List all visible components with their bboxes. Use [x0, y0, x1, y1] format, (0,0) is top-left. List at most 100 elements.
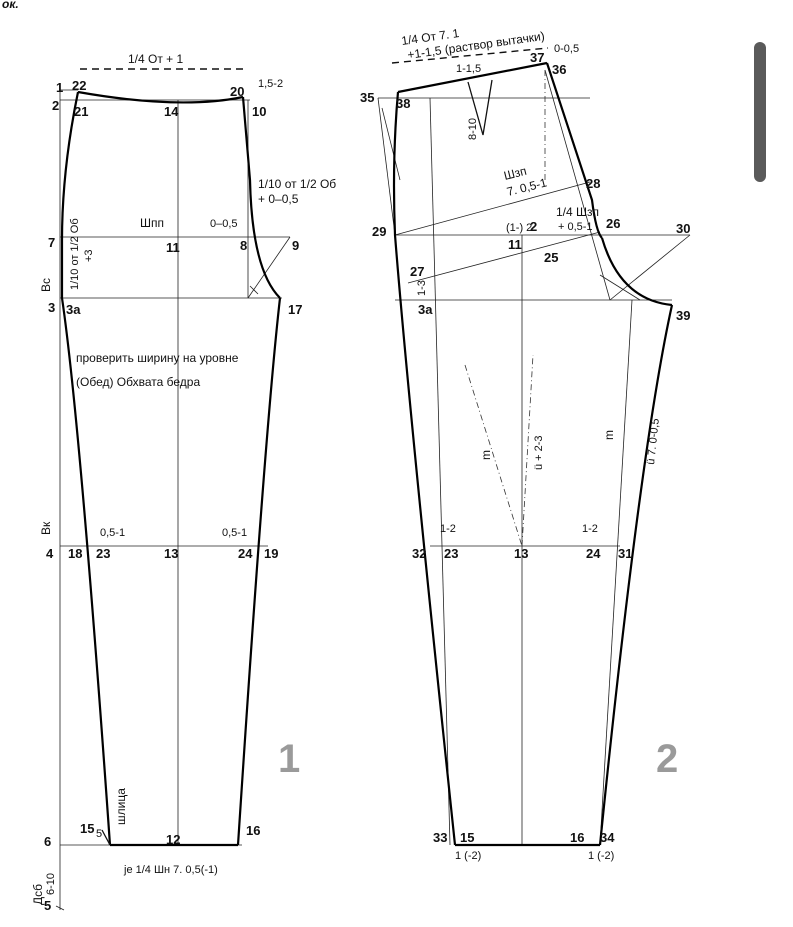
crotch-arrow	[249, 285, 259, 295]
point-35: 35	[360, 90, 374, 105]
back-seat-diagonal-2	[407, 231, 601, 284]
point-15-back: 15	[460, 830, 474, 845]
point-13: 13	[164, 546, 178, 561]
scrollbar-thumb[interactable]	[754, 42, 766, 182]
check-width-line-1: проверить ширину на уровне	[76, 351, 239, 365]
hip-line-label: Шпп	[140, 216, 164, 230]
slit-edge	[101, 829, 111, 846]
knee-left-label: 0,5-1	[100, 527, 125, 539]
point-31: 31	[618, 546, 632, 561]
point-23-back: 23	[444, 546, 458, 561]
point-24-back: 24	[586, 546, 601, 561]
point-2-back: 2	[530, 219, 537, 234]
point-32: 32	[412, 546, 426, 561]
dsb-label: Дсб	[31, 884, 45, 905]
seat-formula-1: 1/10 от 1/2 Об	[69, 218, 81, 290]
grain-formula: ü + 2-3	[533, 435, 545, 470]
crotch-diagonal	[247, 236, 291, 299]
back-hem-right: 1 (-2)	[588, 850, 614, 862]
back-right-inner-ref	[599, 299, 633, 846]
point-14: 14	[164, 104, 179, 119]
corner-text: ок.	[2, 0, 19, 11]
point-7: 7	[48, 235, 55, 250]
waist-step-label: 1,5-2	[258, 78, 283, 90]
back-waist-outline	[397, 61, 548, 94]
point-19: 19	[264, 546, 278, 561]
point-39: 39	[676, 308, 690, 323]
point-27: 27	[410, 264, 424, 279]
back-left-inner-ref	[429, 97, 451, 846]
point-8: 8	[240, 238, 247, 253]
back-inseam	[598, 304, 674, 846]
back-seat-diagonal	[394, 181, 591, 236]
point-9: 9	[292, 238, 299, 253]
point-30: 30	[676, 221, 690, 236]
point-20: 20	[230, 84, 244, 99]
point-15: 15	[80, 821, 94, 836]
point-11: 11	[166, 240, 180, 255]
quarter-shzp-2: + 0,5-1	[558, 221, 593, 233]
back-grain-dashed-2	[521, 354, 534, 547]
hem-formula: je 1/4 Шн 7. 0,5(-1)	[123, 864, 218, 876]
inseam-formula: ü 7. 0-0,5	[645, 418, 662, 465]
hem-range-label: 6-10	[45, 873, 57, 895]
point-2: 2	[52, 98, 59, 113]
hem-extension-tick	[55, 905, 65, 911]
point-33: 33	[433, 830, 447, 845]
front-inseam	[236, 297, 282, 846]
check-width-line-2: (Обед) Обхвата бедра	[76, 375, 200, 389]
point-38: 38	[396, 96, 410, 111]
seat-formula-2: +3	[83, 249, 95, 262]
m-left-label: m	[479, 450, 493, 460]
vk-label: Вк	[39, 521, 53, 535]
point-24: 24	[238, 546, 253, 561]
figure-number-1: 1	[278, 737, 300, 781]
front-outseam	[60, 297, 112, 846]
point-11-back: 11	[508, 237, 522, 252]
front-side-seam-top	[60, 91, 80, 298]
point-5: 5	[44, 898, 51, 913]
back-left-ref	[377, 97, 396, 236]
figure-number-2: 2	[656, 737, 678, 781]
point-36: 36	[552, 62, 566, 77]
side-formula-1: 1/10 от 1/2 Об	[258, 177, 336, 191]
point-16: 16	[246, 823, 260, 838]
quarter-shzp-1: 1/4 Шзп	[556, 205, 599, 219]
back-waist-step: 0-0,5	[554, 43, 579, 55]
point-34: 34	[600, 830, 615, 845]
point-21: 21	[74, 104, 88, 119]
slit-label: шлица	[114, 788, 128, 825]
figure-1-front-pattern: 1/4 От + 1 1,5-2 1/10 от 1/2 Об + 0–0,5 …	[31, 52, 336, 913]
back-grain-dashed	[464, 364, 523, 547]
back-arrow-line	[381, 107, 401, 181]
dart-width-label: 1-1,5	[456, 63, 481, 75]
back-dart	[467, 79, 493, 136]
point-23: 23	[96, 546, 110, 561]
point-18: 18	[68, 546, 82, 561]
dart-length-label: 8-10	[467, 118, 479, 140]
back-crotch-curve	[600, 237, 673, 307]
vs-label: Вс	[39, 278, 53, 292]
point-29: 29	[372, 224, 386, 239]
back-right-ref	[544, 69, 611, 301]
back-crotch-diagonal	[609, 234, 691, 301]
knee-right-label: 0,5-1	[222, 527, 247, 539]
point-22: 22	[72, 78, 86, 93]
slit-number: 5	[96, 828, 102, 840]
back-knee-left: 1-2	[440, 523, 456, 535]
point-3a: 3а	[66, 302, 81, 317]
back-hem-left: 1 (-2)	[455, 850, 481, 862]
back-outseam	[392, 91, 457, 846]
shzp-label-1: Шзп	[502, 164, 528, 183]
point-1: 1	[56, 80, 63, 95]
point-16-back: 16	[570, 830, 584, 845]
point-26: 26	[606, 216, 620, 231]
point-4: 4	[46, 546, 54, 561]
point-37: 37	[530, 50, 544, 65]
point-13-back: 13	[514, 546, 528, 561]
back-dimension-dash	[391, 47, 549, 64]
point-17: 17	[288, 302, 302, 317]
back-side-seam-top	[545, 62, 603, 239]
figure-2-back-pattern: 1/4 От 7. 1 +1-1,5 (раствор вытачки) 1-1…	[360, 26, 690, 862]
